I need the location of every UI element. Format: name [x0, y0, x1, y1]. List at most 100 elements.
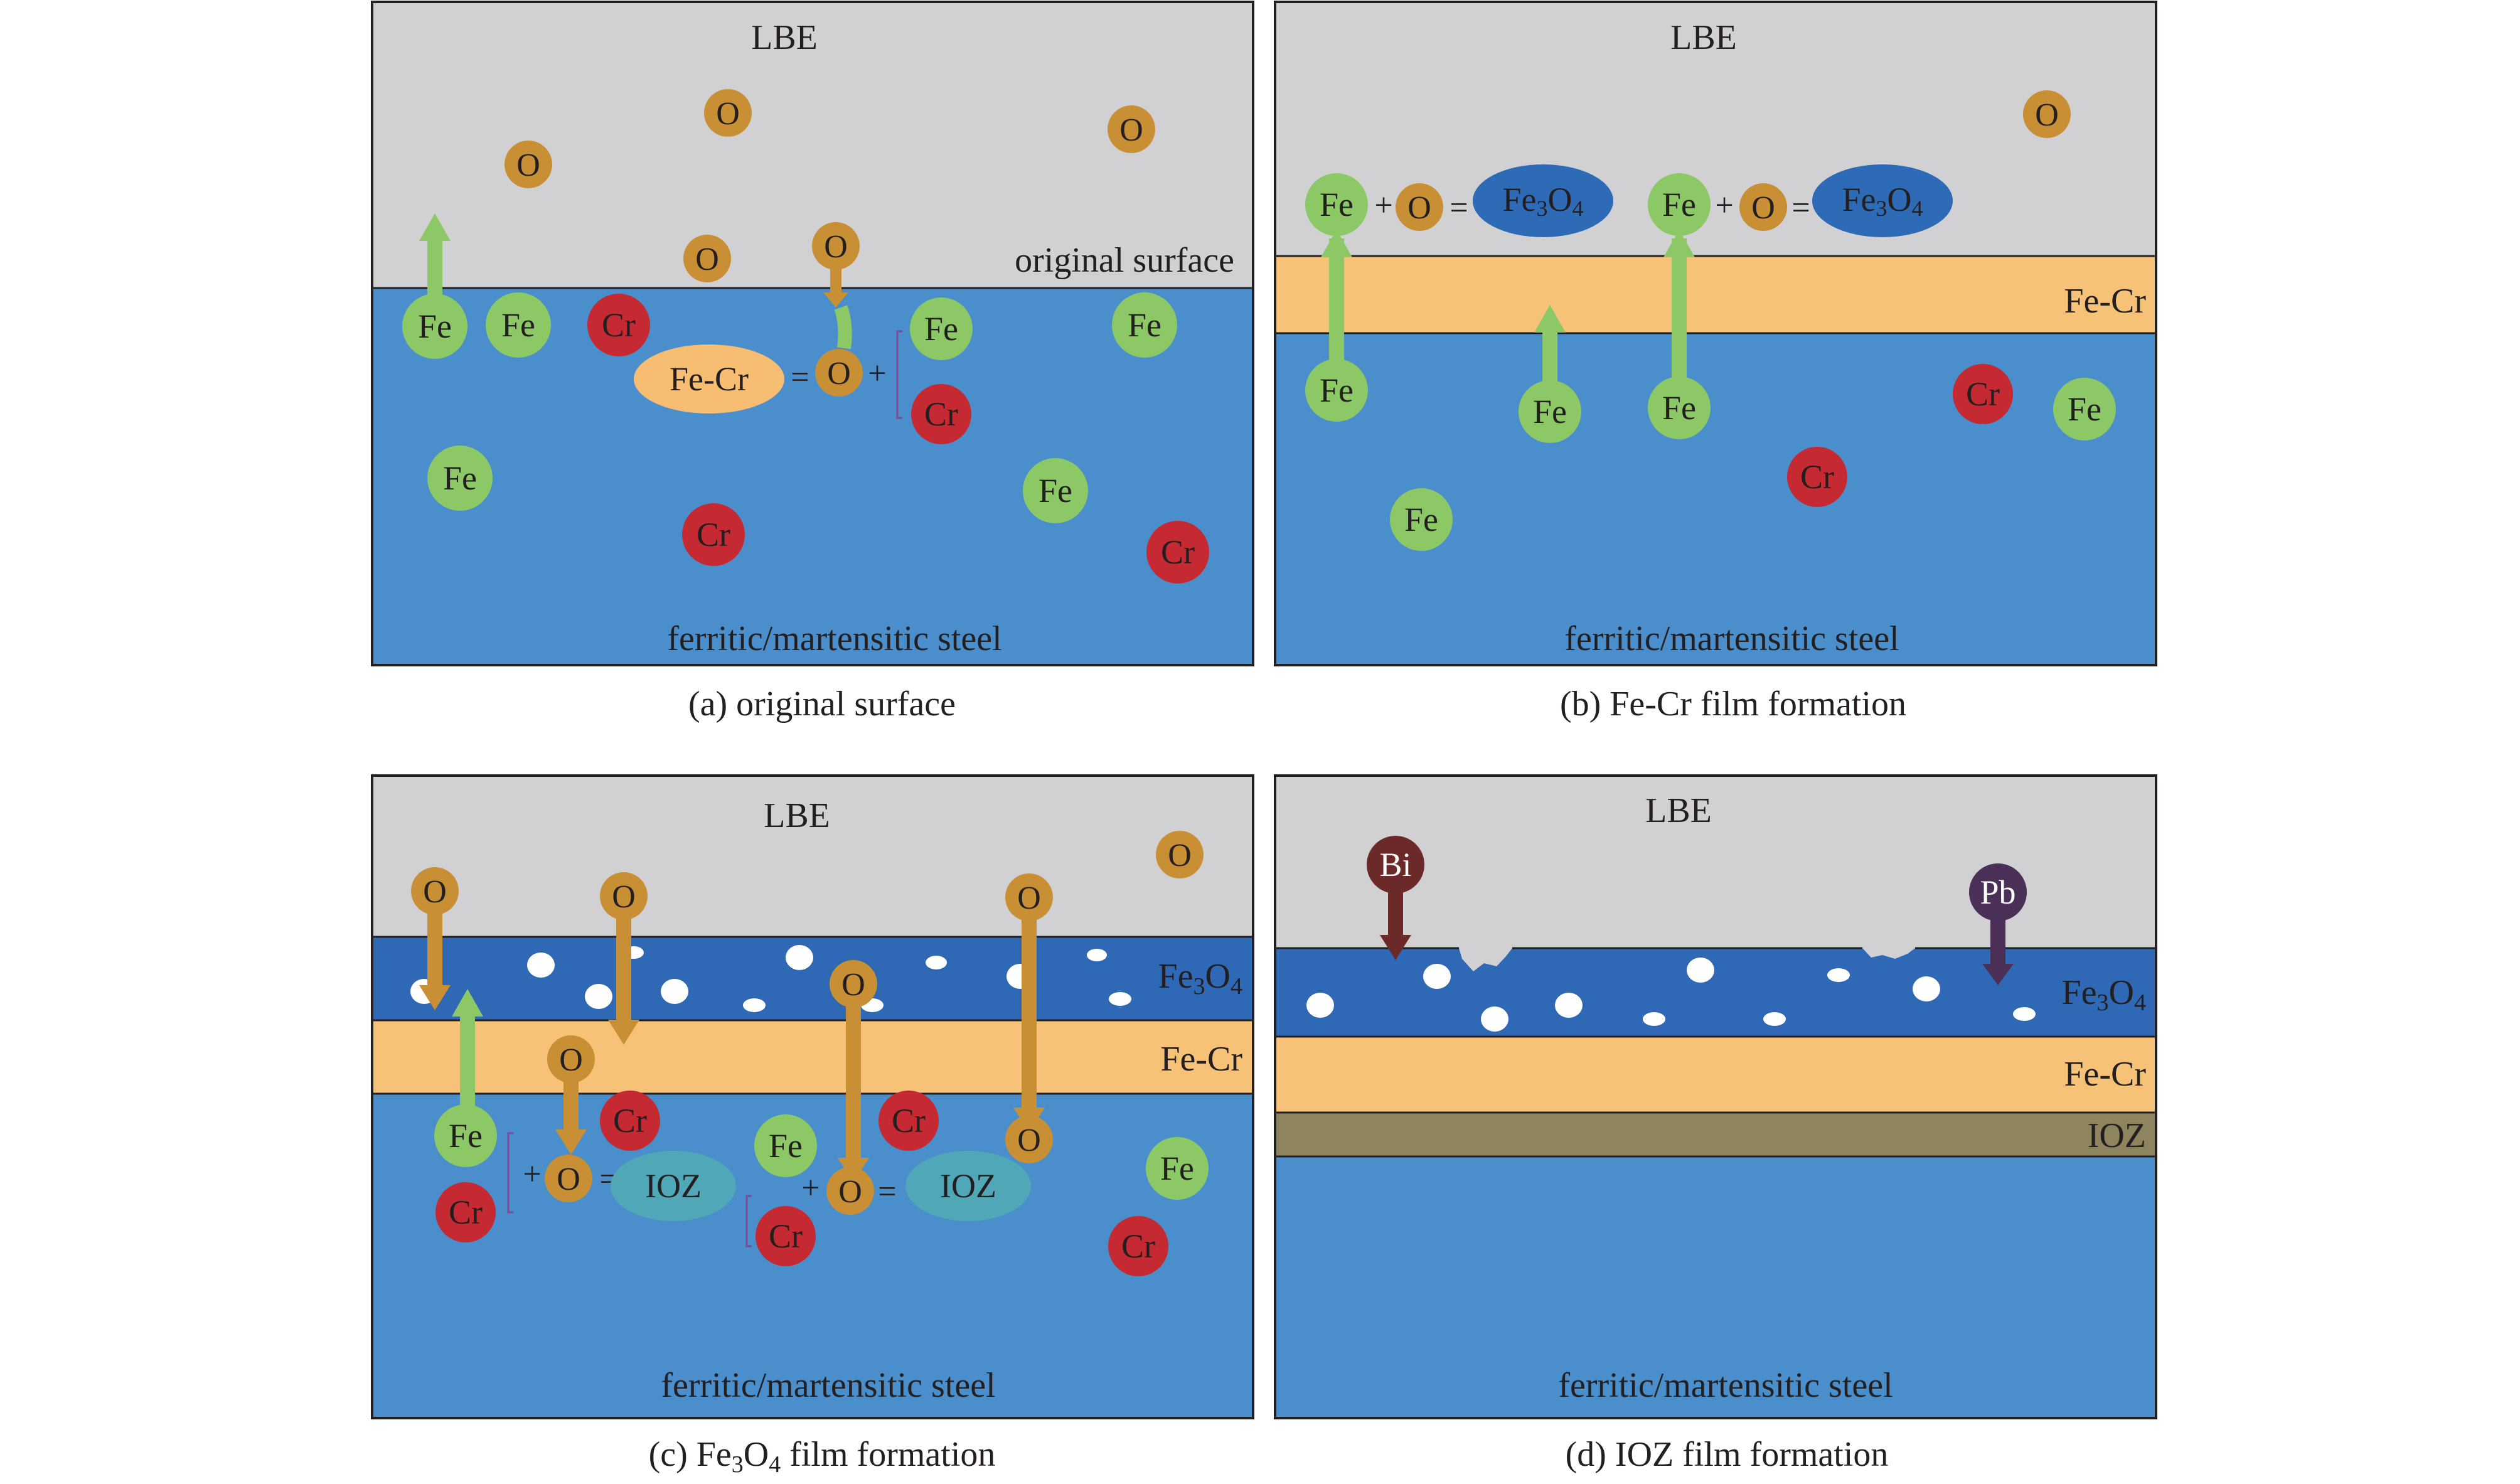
- lbe-region: [372, 776, 1253, 937]
- bi-atom: Bi: [1367, 836, 1424, 894]
- svg-text:O: O: [1017, 880, 1041, 916]
- fecr-layer-label: Fe-Cr: [1160, 1040, 1242, 1079]
- svg-text:O: O: [1407, 190, 1431, 226]
- o-atom: O: [600, 872, 648, 920]
- equals-sign: =: [878, 1174, 896, 1210]
- lbe-label: LBE: [1670, 18, 1737, 57]
- cr-atom: Cr: [600, 1091, 660, 1151]
- fe-atom: Fe: [486, 292, 551, 358]
- cr-atom: Cr: [682, 503, 745, 566]
- svg-text:Fe-Cr: Fe-Cr: [670, 360, 749, 398]
- panel-border: [1274, 774, 2157, 1419]
- svg-text:Fe: Fe: [769, 1127, 803, 1165]
- svg-text:Cr: Cr: [449, 1193, 483, 1231]
- fe3o4-layer-label: Fe3O4: [1158, 957, 1242, 1000]
- o-atom: O: [815, 349, 863, 397]
- svg-text:O: O: [2035, 97, 2059, 133]
- fe-arrow: [460, 1013, 475, 1119]
- fe-arrow-head: [452, 989, 483, 1017]
- fe3o4-ellipse: Fe3O4: [1473, 164, 1613, 237]
- o-atom: O: [1005, 1116, 1053, 1163]
- svg-text:Fe: Fe: [1038, 472, 1072, 510]
- fe-atom: Fe: [1519, 380, 1581, 443]
- o-atom: O: [1396, 183, 1443, 231]
- panel-a: LBE original surface ferritic/martensiti…: [371, 1, 1254, 666]
- svg-text:Cr: Cr: [602, 306, 636, 344]
- svg-text:IOZ: IOZ: [940, 1167, 996, 1205]
- fe-atom: Fe: [1112, 292, 1177, 358]
- plus-sign: +: [523, 1156, 541, 1192]
- svg-text:O: O: [1119, 112, 1143, 148]
- svg-text:O: O: [557, 1161, 580, 1197]
- ioz-layer: [1275, 1113, 2156, 1156]
- o-atom: O: [1739, 183, 1787, 231]
- original-surface-label: original surface: [1015, 241, 1234, 280]
- svg-text:Fe: Fe: [449, 1117, 483, 1155]
- panel-d: LBE Fe3O4 Fe-Cr IOZ ferritic/martensitic…: [1274, 774, 2157, 1419]
- fe3o4-layer-label: Fe3O4: [2062, 973, 2146, 1016]
- svg-text:Cr: Cr: [1121, 1227, 1155, 1265]
- caption-b: (b) Fe-Cr film formation: [1560, 685, 1906, 723]
- svg-text:IOZ: IOZ: [645, 1167, 702, 1205]
- o-atom: O: [2023, 90, 2071, 138]
- o-arrow-head: [555, 1129, 587, 1155]
- svg-text:O: O: [824, 229, 848, 265]
- fe3o4-layer: [1275, 948, 2156, 1037]
- svg-text:O: O: [1168, 838, 1192, 873]
- svg-text:O: O: [716, 96, 740, 132]
- plus-sign: +: [1715, 188, 1733, 223]
- plus-sign: +: [868, 356, 886, 392]
- corrosion-pit: [1862, 940, 1915, 959]
- svg-text:O: O: [423, 874, 447, 910]
- ioz-ellipse: IOZ: [905, 1151, 1031, 1221]
- svg-text:Cr: Cr: [924, 395, 958, 433]
- svg-text:Cr: Cr: [1161, 533, 1195, 571]
- o-atom: O: [411, 867, 459, 915]
- svg-text:Fe: Fe: [1160, 1150, 1194, 1187]
- cr-atom: Cr: [755, 1206, 816, 1266]
- ioz-ellipse: IOZ: [611, 1151, 736, 1221]
- fecr-layer: [1275, 1037, 2156, 1113]
- svg-text:Cr: Cr: [769, 1217, 803, 1255]
- o-atom: O: [826, 1167, 874, 1215]
- bi-arrow-head: [1380, 935, 1411, 960]
- lbe-label: LBE: [1645, 791, 1712, 830]
- panel-c: LBE Fe3O4 Fe-Cr ferritic/martensitic ste…: [371, 774, 1254, 1419]
- lbe-label: LBE: [751, 18, 818, 57]
- fe-atom: Fe: [1146, 1137, 1209, 1200]
- svg-text:Fe: Fe: [1662, 186, 1696, 223]
- fe-arrow-head: [1534, 305, 1566, 333]
- steel-label: ferritic/martensitic steel: [1564, 619, 1899, 658]
- svg-text:Cr: Cr: [892, 1102, 926, 1140]
- o-atom: O: [1108, 105, 1155, 153]
- o-atom: O: [505, 141, 552, 188]
- equals-sign: =: [791, 360, 809, 395]
- panel-border: [371, 1, 1254, 666]
- panel-b: LBE Fe-Cr ferritic/martensitic steel O F…: [1274, 1, 2157, 666]
- fe-atom: Fe: [2053, 378, 2116, 440]
- svg-text:Fe: Fe: [501, 306, 535, 344]
- svg-text:Fe: Fe: [1128, 306, 1161, 344]
- bracket: [896, 330, 902, 419]
- o-atom: O: [812, 222, 860, 270]
- fecr-layer: [1275, 256, 2156, 333]
- corrosion-pit: [1459, 937, 1512, 971]
- caption-c: (c) Fe3O4 film formation: [649, 1435, 996, 1478]
- caption-d: (d) IOZ film formation: [1566, 1435, 1889, 1474]
- svg-text:O: O: [1017, 1123, 1041, 1158]
- svg-text:Fe: Fe: [1533, 393, 1567, 430]
- steel-label: ferritic/martensitic steel: [661, 1366, 995, 1405]
- fe-atom: Fe: [402, 294, 467, 359]
- svg-text:O: O: [841, 967, 865, 1003]
- fe-trail: [834, 305, 852, 350]
- fe-atom: Fe: [754, 1114, 817, 1177]
- steel-label: ferritic/martensitic steel: [1558, 1366, 1893, 1405]
- cr-atom: Cr: [878, 1091, 939, 1151]
- o-atom: O: [704, 89, 752, 137]
- svg-text:Cr: Cr: [613, 1102, 647, 1140]
- bracket: [507, 1132, 513, 1214]
- fe-arrow: [1672, 238, 1687, 395]
- svg-text:Bi: Bi: [1379, 846, 1411, 883]
- caption-a: (a) original surface: [688, 685, 956, 723]
